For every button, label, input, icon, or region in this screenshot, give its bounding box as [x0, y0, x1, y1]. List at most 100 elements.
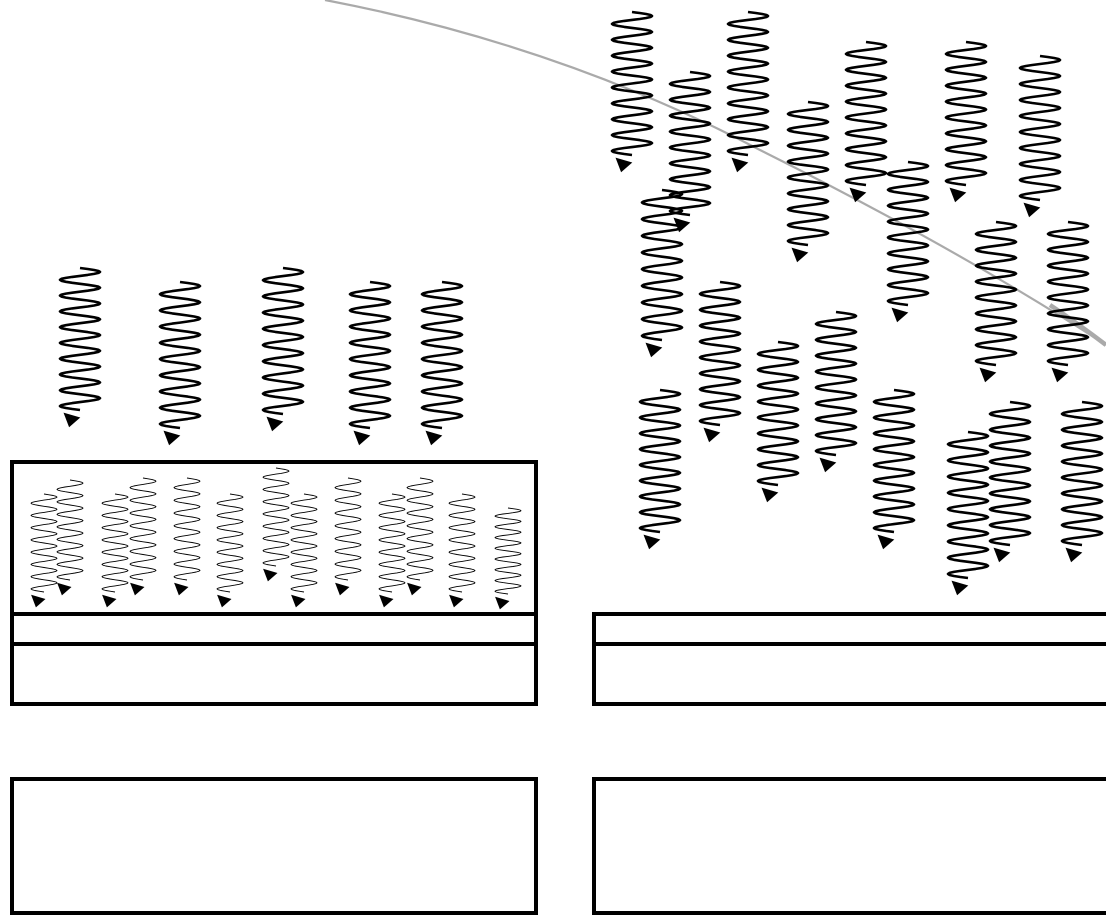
arrowhead [266, 416, 284, 432]
arrowhead [1065, 547, 1083, 563]
wave-line [56, 479, 84, 581]
trajectory-curve [324, 0, 1106, 346]
wave-arrow [378, 493, 406, 608]
wave-arrow [872, 388, 916, 550]
arrowhead [615, 157, 633, 173]
arrowhead [979, 367, 997, 383]
wave-arrow [448, 493, 476, 608]
arrowhead [353, 430, 371, 446]
wave-line [610, 10, 654, 157]
wave-arrow [726, 10, 770, 173]
arrowhead [102, 594, 117, 608]
arrowhead [130, 582, 145, 596]
wave-line [668, 70, 712, 217]
wave-arrow [494, 507, 522, 610]
wave-line [844, 40, 888, 187]
arrowhead [891, 307, 909, 323]
wave-line [1060, 400, 1104, 547]
bottom-block [10, 777, 538, 915]
wave-line [261, 266, 305, 416]
wave-line [726, 10, 770, 157]
wave-arrow [1018, 54, 1062, 218]
wave-line [886, 160, 930, 307]
substrate-layer [592, 642, 1106, 706]
arrowhead [63, 412, 81, 428]
wave-line [974, 220, 1018, 367]
wave-line [448, 493, 476, 593]
arrowhead [291, 594, 306, 608]
arrowhead [703, 427, 721, 443]
wave-line [946, 430, 990, 580]
arrowhead [949, 187, 967, 203]
wave-arrow [216, 493, 244, 608]
wave-arrow [756, 340, 800, 503]
arrowhead [1023, 202, 1041, 218]
arrowhead [993, 547, 1011, 563]
wave-arrow [334, 477, 362, 596]
wave-line [334, 477, 362, 581]
wave-arrow [58, 266, 102, 428]
wave-line [290, 493, 318, 593]
wave-line [58, 266, 102, 412]
left-panel [10, 266, 538, 915]
arrowhead [57, 582, 72, 596]
arrowhead [425, 430, 443, 446]
arrowhead [335, 582, 350, 596]
wave-arrow [173, 477, 201, 596]
arrowhead [263, 568, 278, 582]
wave-line [786, 100, 830, 247]
arrowhead [449, 594, 464, 608]
arrowhead [761, 487, 779, 503]
arrowhead [31, 594, 46, 608]
arrowhead [819, 457, 837, 473]
wave-arrow [988, 400, 1032, 563]
wave-line [640, 188, 684, 342]
arrowhead [791, 247, 809, 263]
arrowhead [645, 342, 663, 358]
wave-line [494, 507, 522, 595]
wave-line [988, 400, 1032, 547]
wave-arrow [406, 477, 434, 596]
arrowhead [1051, 367, 1069, 383]
wave-arrow [974, 220, 1018, 383]
wave-arrow [261, 266, 305, 432]
wave-arrow [944, 40, 988, 203]
arrowhead [174, 582, 189, 596]
wave-arrow [56, 479, 84, 596]
wave-arrow [262, 467, 290, 582]
right-panel [592, 10, 1106, 915]
wave-arrow [786, 100, 830, 263]
wave-line [348, 280, 392, 430]
incident-waves [58, 266, 464, 446]
wave-arrow [420, 280, 464, 446]
arrowhead [217, 594, 232, 608]
wave-line [378, 493, 406, 593]
wave-arrow [814, 310, 858, 473]
wave-arrow [158, 280, 202, 446]
thin-layer [592, 612, 1106, 646]
arrowhead [877, 534, 895, 550]
wave-line [1046, 220, 1090, 367]
wave-arrow [638, 388, 682, 550]
wave-arrow [1060, 400, 1104, 563]
wave-line [944, 40, 988, 187]
wave-line [101, 493, 129, 593]
wave-arrow [886, 160, 930, 323]
wave-arrow [101, 493, 129, 608]
wave-line [1018, 54, 1062, 202]
arrowhead [643, 534, 661, 550]
arrowhead [731, 157, 749, 173]
arrowhead [849, 187, 867, 203]
wave-arrow [610, 10, 654, 173]
wave-arrow [30, 493, 58, 608]
wave-line [262, 467, 290, 567]
arrowhead [163, 430, 181, 446]
wave-line [406, 477, 434, 581]
wave-line [129, 477, 157, 581]
wave-arrow [844, 40, 888, 203]
wave-line [158, 280, 202, 430]
wave-line [173, 477, 201, 581]
wave-line [30, 493, 58, 593]
arrowhead [407, 582, 422, 596]
